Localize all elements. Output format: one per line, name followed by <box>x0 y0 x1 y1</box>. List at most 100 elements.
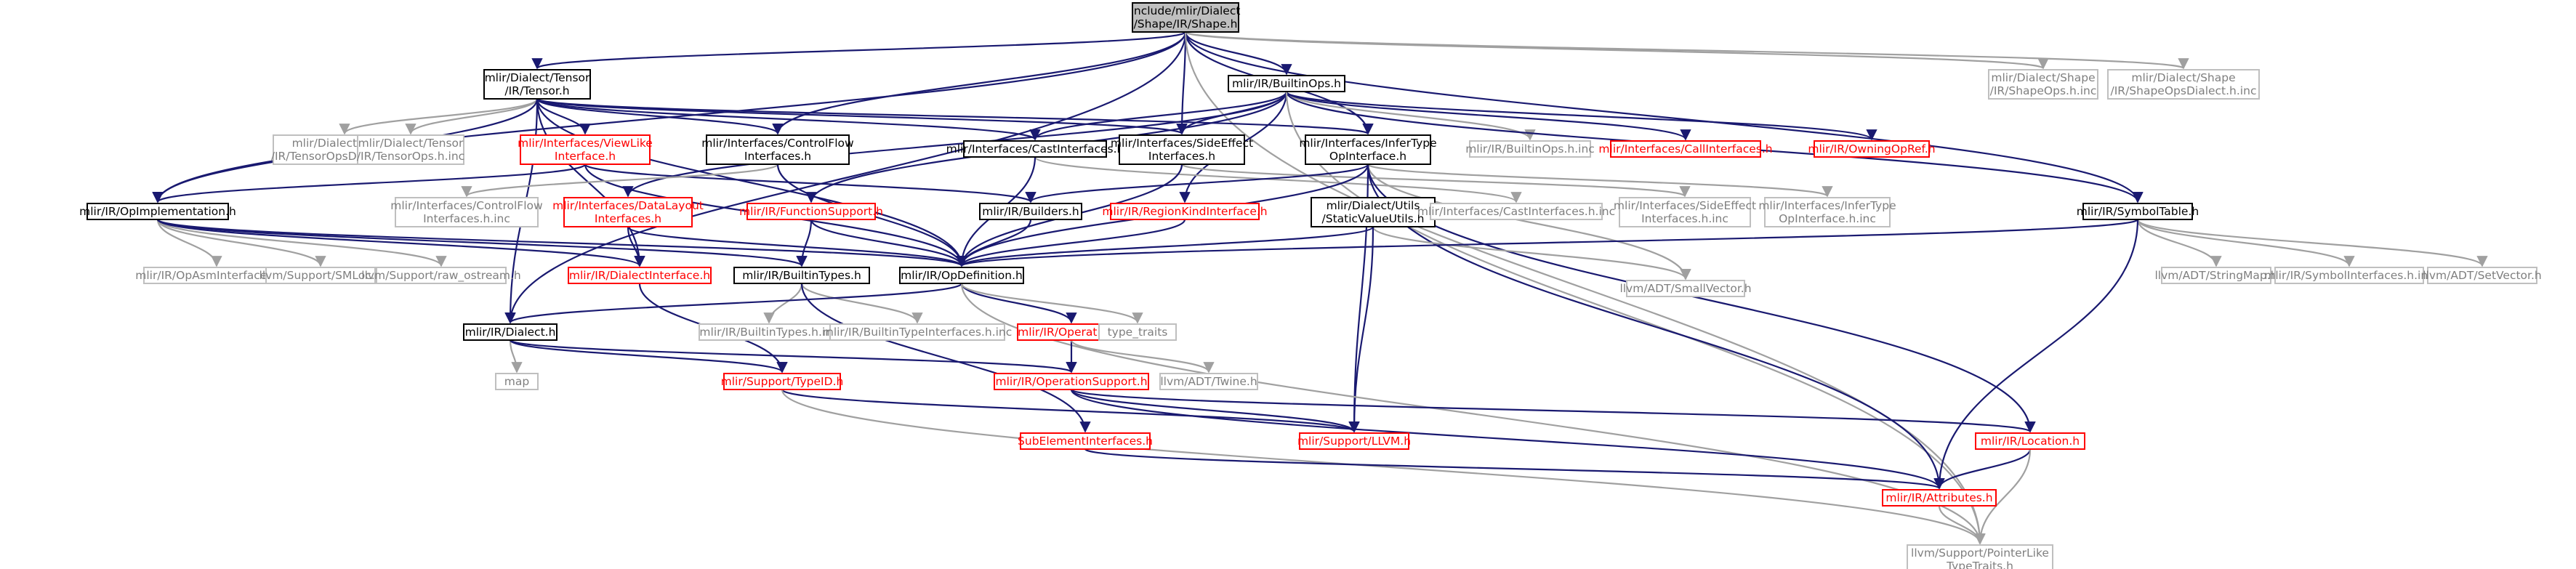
edge-location-to-pointerlike <box>1974 448 2032 545</box>
edge-datalayout-to-opdefinition <box>627 225 967 267</box>
node-builtintypes_inc: mlir/IR/BuiltinTypes.h.inc <box>699 323 840 341</box>
node-castinterfaces[interactable]: mlir/Interfaces/CastInterfaces.h <box>946 140 1124 158</box>
node-box-smloc <box>265 267 376 284</box>
node-label-root-1: /Shape/IR/Shape.h <box>1134 17 1238 31</box>
edge-tensor-to-tensorops_inc <box>405 98 539 135</box>
node-dialect[interactable]: mlir/IR/Dialect.h <box>463 323 558 341</box>
edge-datalayout-to-dialectinterface <box>627 226 645 267</box>
edge-controlflow-to-controlflow_inc <box>461 163 779 198</box>
node-location[interactable]: mlir/IR/Location.h <box>1975 432 2085 450</box>
node-map: map <box>495 373 539 390</box>
edge-subelement-to-attributes <box>1084 448 1945 490</box>
node-box-controlflow_inc <box>395 197 539 227</box>
node-builtinops_inc: mlir/IR/BuiltinOps.h.inc <box>1465 140 1595 158</box>
node-label-tensor-0: mlir/Dialect/Tensor <box>485 71 590 84</box>
edge-opdefinition-to-dialect <box>504 282 963 324</box>
edge-dialect-to-typeid <box>509 339 788 374</box>
node-infertype_inc: mlir/Interfaces/InferTypeOpInterface.h.i… <box>1758 197 1896 227</box>
node-subelement[interactable]: SubElementInterfaces.h <box>1018 432 1153 450</box>
node-box-viewlike <box>520 134 651 165</box>
node-box-map <box>495 373 539 390</box>
edge-tensor-to-opdefinition <box>536 98 967 267</box>
edge-viewlike-to-builders <box>584 163 1037 203</box>
node-tensor[interactable]: mlir/Dialect/Tensor/IR/Tensor.h <box>483 69 591 100</box>
node-label-stringmap-0: llvm/ADT/StringMap.h <box>2154 269 2277 282</box>
node-opimpl[interactable]: mlir/IR/OpImplementation.h <box>79 203 236 220</box>
node-dialectinterface[interactable]: mlir/IR/DialectInterface.h <box>568 267 712 284</box>
edge-opimpl-to-dialectinterface <box>156 218 645 267</box>
node-box-operationsupport <box>994 373 1149 390</box>
edge-builtintypes-to-builtintypeinterfaces_inc <box>800 283 923 324</box>
node-label-infertype_inc-0: mlir/Interfaces/InferType <box>1758 199 1896 212</box>
node-label-shapeopsdialect_inc-1: /IR/ShapeOpsDialect.h.inc <box>2111 84 2257 97</box>
node-staticvalue[interactable]: mlir/Dialect/Utils/StaticValueUtils.h <box>1311 197 1436 227</box>
node-label-sideeffect-0: mlir/Interfaces/SideEffect <box>1111 137 1253 150</box>
edge-operationsupport-to-llvm_h <box>1070 389 1360 433</box>
node-box-dialectinterface <box>568 267 712 284</box>
edge-root-to-shapeops_inc <box>1184 31 2048 70</box>
node-builders[interactable]: mlir/IR/Builders.h <box>979 203 1082 220</box>
node-owningopref[interactable]: mlir/IR/OwningOpRef.h <box>1808 140 1936 158</box>
node-label-viewlike-1: Interface.h <box>555 150 616 163</box>
node-label-symboltable-0: mlir/IR/SymbolTable.h <box>2077 205 2199 218</box>
edge-root-to-sideeffect <box>1176 31 1188 135</box>
edge-opimpl-to-opdefinition <box>156 218 967 267</box>
node-builtintypes[interactable]: mlir/IR/BuiltinTypes.h <box>733 267 870 284</box>
node-builtintypeinterfaces_inc: mlir/IR/BuiltinTypeInterfaces.h.inc <box>823 323 1013 341</box>
node-label-smallvector-0: llvm/ADT/SmallVector.h <box>1619 282 1751 295</box>
edge-functionsupport-to-opdefinition <box>810 219 967 267</box>
node-smallvector: llvm/ADT/SmallVector.h <box>1619 280 1752 297</box>
node-label-root-0: include/mlir/Dialect <box>1131 4 1241 17</box>
node-root: include/mlir/Dialect/Shape/IR/Shape.h <box>1131 2 1241 33</box>
edge-operation-to-twine <box>1070 339 1215 374</box>
node-box-builtinops_inc <box>1469 140 1591 158</box>
edge-viewlike-to-opimpl <box>152 163 587 203</box>
node-typeid[interactable]: mlir/Support/TypeID.h <box>721 373 844 390</box>
edge-root-to-symboltable <box>1184 31 2144 203</box>
node-label-builtintypeinterfaces_inc-0: mlir/IR/BuiltinTypeInterfaces.h.inc <box>823 326 1013 339</box>
node-box-location <box>1975 432 2085 450</box>
edge-location-to-attributes <box>1933 448 2032 490</box>
node-label-sideeffect_inc-0: mlir/Interfaces/SideEffect <box>1614 199 1756 212</box>
node-symbolinterfaces_inc: mlir/IR/SymbolInterfaces.h.inc <box>2264 267 2434 284</box>
node-llvm_h[interactable]: mlir/Support/LLVM.h <box>1297 432 1411 450</box>
node-box-owningopref <box>1814 140 1930 158</box>
node-builtinops[interactable]: mlir/IR/BuiltinOps.h <box>1228 75 1345 92</box>
node-label-infertype-0: mlir/Interfaces/InferType <box>1299 137 1436 150</box>
node-label-sideeffect-1: Interfaces.h <box>1148 150 1215 163</box>
node-opdefinition[interactable]: mlir/IR/OpDefinition.h <box>899 267 1024 284</box>
edge-tensor-to-sideeffect <box>536 97 1188 135</box>
node-operationsupport[interactable]: mlir/IR/OperationSupport.h <box>994 373 1149 390</box>
edge-staticvalue-to-llvm_h <box>1348 226 1374 433</box>
node-box-attributes <box>1882 489 1997 507</box>
node-label-symbolinterfaces_inc-0: mlir/IR/SymbolInterfaces.h.inc <box>2264 269 2434 282</box>
edge-infertype-to-smallvector <box>1367 164 1691 281</box>
node-label-map-0: map <box>504 375 529 388</box>
node-label-tensorops_inc-0: mlir/Dialect/Tensor <box>358 137 464 150</box>
node-label-pointerlike-1: TypeTraits.h <box>1946 560 2013 569</box>
edge-root-to-controlflow <box>772 31 1187 135</box>
node-label-typeid-0: mlir/Support/TypeID.h <box>721 375 844 388</box>
edge-castinterfaces-to-castinterfaces_inc <box>1034 156 1522 203</box>
dependency-nodes: include/mlir/Dialect/Shape/IR/Shape.h mli… <box>79 2 2542 569</box>
node-regionkind[interactable]: mlir/IR/RegionKindInterface.h <box>1102 203 1268 220</box>
node-callinterfaces[interactable]: mlir/Interfaces/CallInterfaces.h <box>1598 140 1773 158</box>
node-label-operationsupport-0: mlir/IR/OperationSupport.h <box>995 375 1147 388</box>
edge-root-to-dialect <box>504 31 1187 324</box>
edge-dialect-to-map <box>509 339 523 374</box>
node-label-callinterfaces-0: mlir/Interfaces/CallInterfaces.h <box>1598 142 1772 156</box>
node-functionsupport[interactable]: mlir/IR/FunctionSupport.h <box>739 203 883 220</box>
node-symboltable[interactable]: mlir/IR/SymbolTable.h <box>2077 203 2199 220</box>
edge-opimpl-to-opasm_inc <box>156 219 222 267</box>
node-attributes[interactable]: mlir/IR/Attributes.h <box>1882 489 1997 507</box>
edge-builtintypes-to-builtintypes_inc <box>763 283 803 324</box>
edge-opdefinition-to-operation <box>960 283 1077 324</box>
node-label-infertype-1: OpInterface.h <box>1329 150 1406 163</box>
node-label-functionsupport-0: mlir/IR/FunctionSupport.h <box>739 205 883 218</box>
